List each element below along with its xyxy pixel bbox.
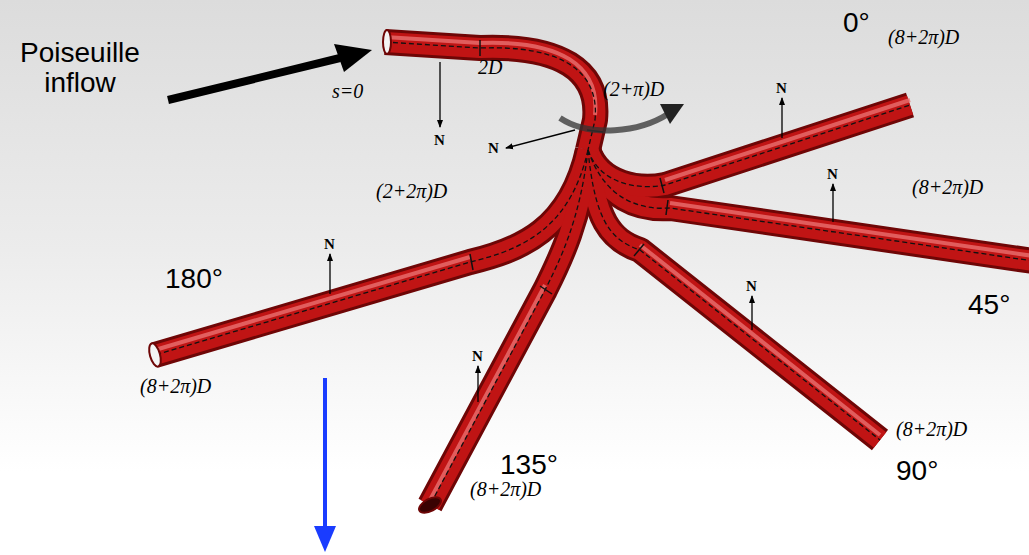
tube-outline (155, 42, 1029, 505)
arc-length-label: (2+π)D (603, 78, 664, 100)
normal-label: N (827, 166, 838, 182)
normal-label: N (776, 80, 787, 96)
normal-label: N (472, 348, 483, 364)
normal-label: N (324, 236, 335, 252)
angle-label: 135° (500, 450, 558, 480)
normal-label: N (488, 140, 499, 156)
arc-length-label: (8+2π)D (888, 26, 959, 48)
tube-highlight (155, 37, 1029, 500)
tick-marks (470, 40, 668, 294)
arc-length-label: (8+2π)D (912, 176, 983, 198)
arc-length-label: (8+2π)D (896, 418, 967, 440)
arc-length-label: (8+2π)D (470, 478, 541, 500)
flow-label: Poiseuille inflow (5, 38, 155, 98)
angle-label: 180° (165, 264, 223, 294)
tube-opening (147, 30, 444, 516)
arc-length-label: (2+2π)D (376, 180, 447, 202)
angle-label: 45° (968, 290, 1010, 320)
centerline (155, 42, 1029, 505)
normal-label: N (434, 132, 445, 148)
angle-label: 0° (843, 8, 870, 38)
normal-vector (330, 62, 833, 402)
angle-label: 90° (896, 456, 938, 486)
blue-arrow (314, 378, 336, 552)
tube-body (155, 42, 1029, 505)
normal-label: N (746, 278, 757, 294)
arc-length-label: s=0 (332, 80, 363, 102)
arc-length-label: 2D (478, 56, 502, 78)
swirl-arrow (560, 104, 684, 130)
arc-length-label: (8+2π)D (140, 375, 211, 397)
